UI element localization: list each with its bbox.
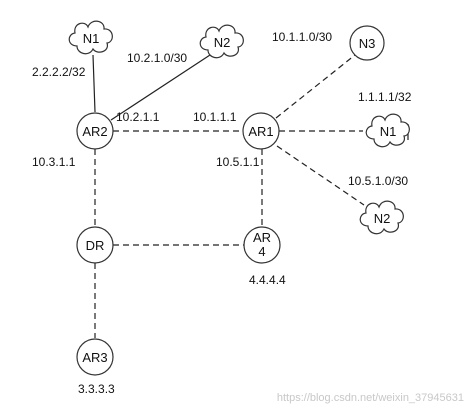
node-ar4: AR 4 — [243, 226, 281, 264]
node-ar2-label: AR2 — [82, 124, 107, 139]
node-ar3-label: AR3 — [82, 350, 107, 365]
label-ar2-to-dr: 10.3.1.1 — [32, 155, 76, 169]
link-ar1-n2-right — [276, 145, 365, 206]
node-ar3: AR3 — [76, 338, 114, 376]
watermark-text: https://blog.csdn.net/weixin_37945631 — [277, 392, 464, 404]
node-dr-label: DR — [86, 238, 105, 253]
cloud-n2-right-label: N2 — [374, 211, 391, 226]
node-ar1-label: AR1 — [248, 124, 273, 139]
label-n2-right-net: 10.5.1.0/30 — [348, 174, 408, 188]
node-ar1: AR1 — [242, 112, 280, 150]
label-ar2-to-ar1: 10.2.1.1 — [116, 110, 160, 124]
label-n1-top-addr: 2.2.2.2/32 — [32, 65, 86, 79]
label-ar4-addr: 4.4.4.4 — [249, 273, 286, 287]
node-dr: DR — [76, 226, 114, 264]
label-n2-top-net: 10.2.1.0/30 — [127, 51, 187, 65]
node-ar4-label-line1: AR — [253, 230, 271, 245]
cloud-n2-right: N2 — [359, 200, 404, 235]
cloud-n1-right: N1 — [365, 113, 410, 148]
label-ar1-to-ar2: 10.1.1.1 — [193, 110, 237, 124]
cloud-n1-right-label: N1 — [380, 124, 397, 139]
link-n1-ar2 — [92, 54, 96, 113]
label-ar3-addr: 3.3.3.3 — [78, 382, 115, 396]
node-n3-label: N3 — [359, 36, 376, 51]
cloud-n1-top-label: N1 — [83, 31, 100, 46]
cloud-n1-top: N1 — [68, 20, 113, 55]
cloud-n2-top: N2 — [199, 24, 244, 59]
node-ar2: AR2 — [76, 112, 114, 150]
link-ar1-n3 — [275, 54, 356, 119]
label-n1-right-addr: 1.1.1.1/32 — [358, 90, 412, 104]
link-n2-ar2 — [110, 54, 211, 121]
label-ar1-to-ar4: 10.5.1.1 — [216, 155, 260, 169]
cloud-n2-top-label: N2 — [214, 35, 231, 50]
node-ar4-label-line2: 4 — [258, 244, 265, 259]
node-n3: N3 — [349, 25, 385, 61]
label-n3-net: 10.1.1.0/30 — [272, 30, 332, 44]
